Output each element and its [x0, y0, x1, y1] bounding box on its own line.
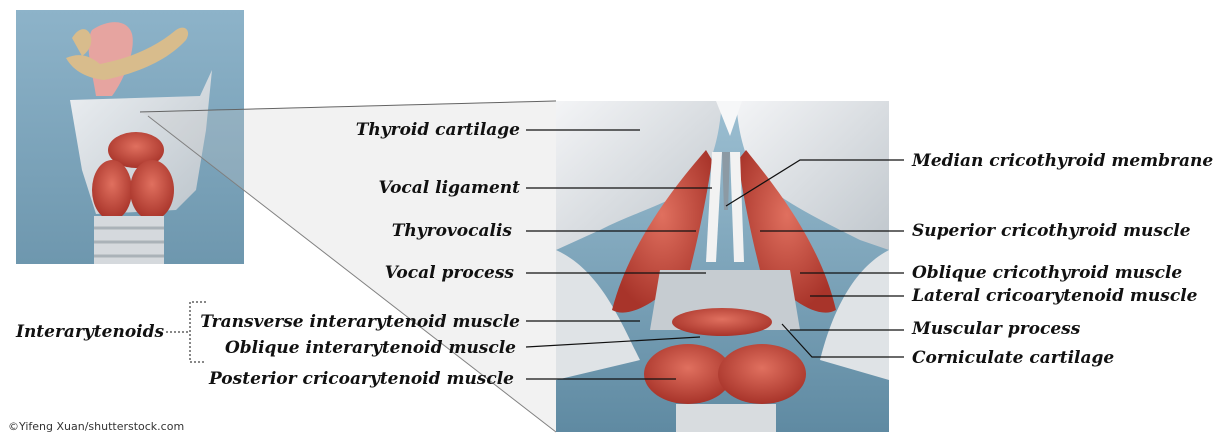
label-vocal-ligament: Vocal ligament	[378, 178, 520, 198]
label-posterior-cricoarytenoid: Posterior cricoarytenoid muscle	[209, 369, 514, 389]
label-vocal-process: Vocal process	[385, 263, 514, 283]
label-superior-cricothyroid: Superior cricothyroid muscle	[912, 221, 1191, 241]
label-lateral-cricoarytenoid: Lateral cricoarytenoid muscle	[912, 286, 1197, 306]
label-thyroid-cartilage: Thyroid cartilage	[356, 120, 520, 140]
label-corniculate-cartilage: Corniculate cartilage	[912, 348, 1114, 368]
image-credit: ©Yifeng Xuan/shutterstock.com	[8, 420, 184, 433]
label-muscular-process: Muscular process	[912, 319, 1080, 339]
posterior-cricoarytenoid-right	[718, 344, 806, 404]
interarytenoid-muscle	[672, 308, 772, 336]
label-transverse-interarytenoid: Transverse interarytenoid muscle	[200, 312, 520, 332]
interarytenoid-bracket	[166, 302, 206, 362]
label-oblique-cricothyroid: Oblique cricothyroid muscle	[912, 263, 1182, 283]
label-interarytenoids: Interarytenoids	[16, 322, 164, 342]
label-oblique-interarytenoid: Oblique interarytenoid muscle	[225, 338, 516, 358]
inset-muscle-right	[130, 160, 174, 220]
inset-muscle-left	[92, 160, 132, 220]
label-thyrovocalis: Thyrovocalis	[392, 221, 512, 241]
trachea-bottom	[676, 404, 776, 432]
label-median-cricothyroid-membrane: Median cricothyroid membrane	[912, 151, 1213, 171]
